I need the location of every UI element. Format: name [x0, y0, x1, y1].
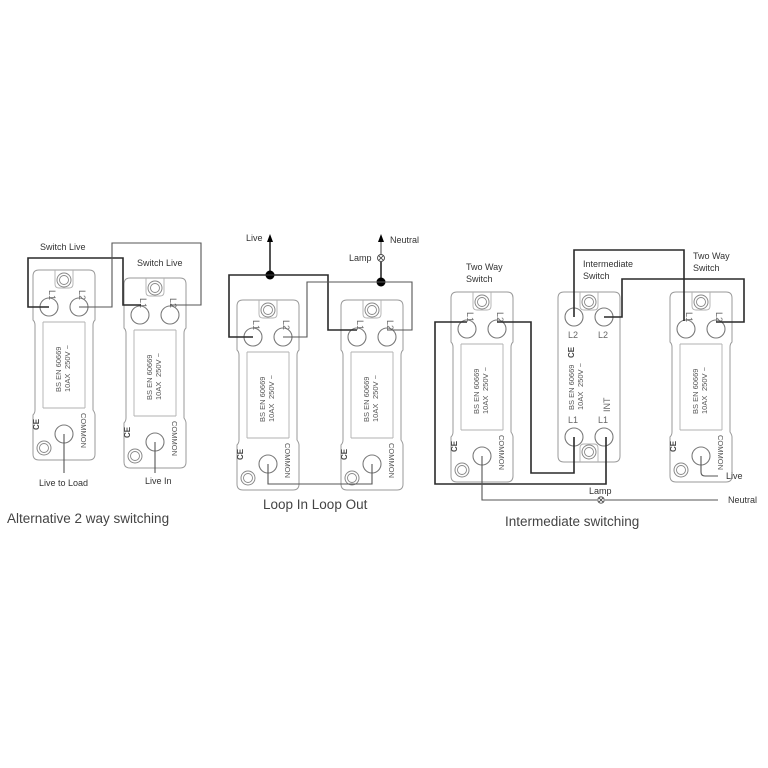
rating-voltage-label: 250V ~ — [371, 374, 380, 399]
common-label: COMMON — [387, 443, 396, 478]
l2-label-b: L2 — [598, 330, 608, 340]
standard-label: BS EN 60669 — [54, 347, 63, 392]
neutral-label: Neutral — [728, 495, 757, 505]
two-way-switch-right-label-1: Two Way — [693, 251, 730, 261]
rating-current-label: 10AX — [481, 396, 490, 414]
rating-voltage-label: 250V ~ — [267, 374, 276, 399]
switch-live-wire-2 — [79, 242, 202, 308]
rating-voltage-label: 250V ~ — [700, 366, 709, 391]
standard-label: BS EN 60669 — [691, 369, 700, 414]
caption-alternative-2-way: Alternative 2 way switching — [7, 511, 169, 526]
left-l1-to-int-wire — [434, 321, 607, 485]
live-loop-wire — [228, 274, 357, 338]
rating-current-label: 10AX — [154, 382, 163, 400]
live-in-label: Live In — [145, 476, 172, 486]
common-label: COMMON — [497, 435, 506, 470]
diagram-intermediate-switching: L1 L2 BS EN 60669 10AX 250V ~ COMMON CE … — [434, 249, 757, 529]
l2-label: L2 — [385, 320, 395, 330]
switch-live-label-2: Switch Live — [137, 258, 183, 268]
l1-label: L1 — [465, 312, 475, 322]
live-wire — [700, 456, 718, 477]
common-label: COMMON — [716, 435, 725, 470]
ce-mark: CE — [32, 418, 41, 430]
common-label: COMMON — [79, 413, 88, 448]
rating-current-label: 10AX — [576, 392, 585, 410]
two-way-switch-left-label-2: Switch — [466, 274, 493, 284]
neutral-arrow-icon — [378, 234, 384, 242]
l2-label: L2 — [714, 312, 724, 322]
switch-plate-intermediate: L2 L2 L1 L1 INT BS EN 60669 10AX 250V ~ … — [557, 291, 621, 463]
ce-mark: CE — [340, 448, 349, 460]
rating-current-label: 10AX — [63, 374, 72, 392]
common-to-lamp-wire — [481, 456, 597, 501]
rating-current-label: 10AX — [267, 404, 276, 422]
rating-voltage-label: 250V ~ — [154, 352, 163, 377]
diagram-alternative-2-way: L1 L2 BS EN 60669 10AX 250V ~ COMMON CE … — [7, 242, 202, 526]
two-way-switch-left-label-1: Two Way — [466, 262, 503, 272]
ce-mark: CE — [567, 346, 576, 358]
l1-label-a: L1 — [568, 415, 578, 425]
common-label: COMMON — [283, 443, 292, 478]
rating-voltage-label: 250V ~ — [63, 344, 72, 369]
common-link-wire — [267, 464, 373, 485]
ce-mark: CE — [123, 426, 132, 438]
lamp-label: Lamp — [349, 253, 372, 263]
rating-current-label: 10AX — [700, 396, 709, 414]
l1-label: L1 — [47, 290, 57, 300]
neutral-label: Neutral — [390, 235, 419, 245]
l1-label: L1 — [138, 298, 148, 308]
l2-label: L2 — [281, 320, 291, 330]
l1-label: L1 — [251, 320, 261, 330]
standard-label: BS EN 60669 — [567, 365, 576, 410]
l2-label: L2 — [77, 290, 87, 300]
l2-label: L2 — [168, 298, 178, 308]
l1-label: L1 — [684, 312, 694, 322]
caption-intermediate-switching: Intermediate switching — [505, 514, 639, 529]
l1-label-b: L1 — [598, 415, 608, 425]
live-arrow-icon — [267, 234, 273, 242]
intermediate-to-right-l1-wire — [573, 249, 685, 321]
ce-mark: CE — [669, 440, 678, 452]
standard-label: BS EN 60669 — [472, 369, 481, 414]
caption-loop-in-loop-out: Loop In Loop Out — [263, 497, 368, 512]
int-label: INT — [602, 397, 612, 412]
left-l2-to-l1-wire — [497, 321, 575, 474]
intermediate-switch-label-1: Intermediate — [583, 259, 633, 269]
rating-voltage-label: 250V ~ — [576, 362, 585, 387]
diagram-loop-in-loop-out: L1 L2 BS EN 60669 10AX 250V ~ COMMON CE … — [228, 233, 419, 512]
live-label: Live — [246, 233, 263, 243]
switch-live-label-1: Switch Live — [40, 242, 86, 252]
rating-voltage-label: 250V ~ — [481, 366, 490, 391]
live-label: Live — [726, 471, 743, 481]
standard-label: BS EN 60669 — [258, 377, 267, 422]
switched-live-wire — [283, 281, 413, 338]
standard-label: BS EN 60669 — [362, 377, 371, 422]
ce-mark: CE — [450, 440, 459, 452]
live-to-load-label: Live to Load — [39, 478, 88, 488]
l2-label: L2 — [495, 312, 505, 322]
lamp-label: Lamp — [589, 486, 612, 496]
standard-label: BS EN 60669 — [145, 355, 154, 400]
l1-label: L1 — [355, 320, 365, 330]
two-way-switch-right-label-2: Switch — [693, 263, 720, 273]
rating-current-label: 10AX — [371, 404, 380, 422]
common-label: COMMON — [170, 421, 179, 456]
intermediate-to-right-l2-wire — [604, 278, 745, 323]
intermediate-switch-label-2: Switch — [583, 271, 610, 281]
ce-mark: CE — [236, 448, 245, 460]
switch-live-wire-1 — [27, 257, 141, 308]
l2-label-a: L2 — [568, 330, 578, 340]
